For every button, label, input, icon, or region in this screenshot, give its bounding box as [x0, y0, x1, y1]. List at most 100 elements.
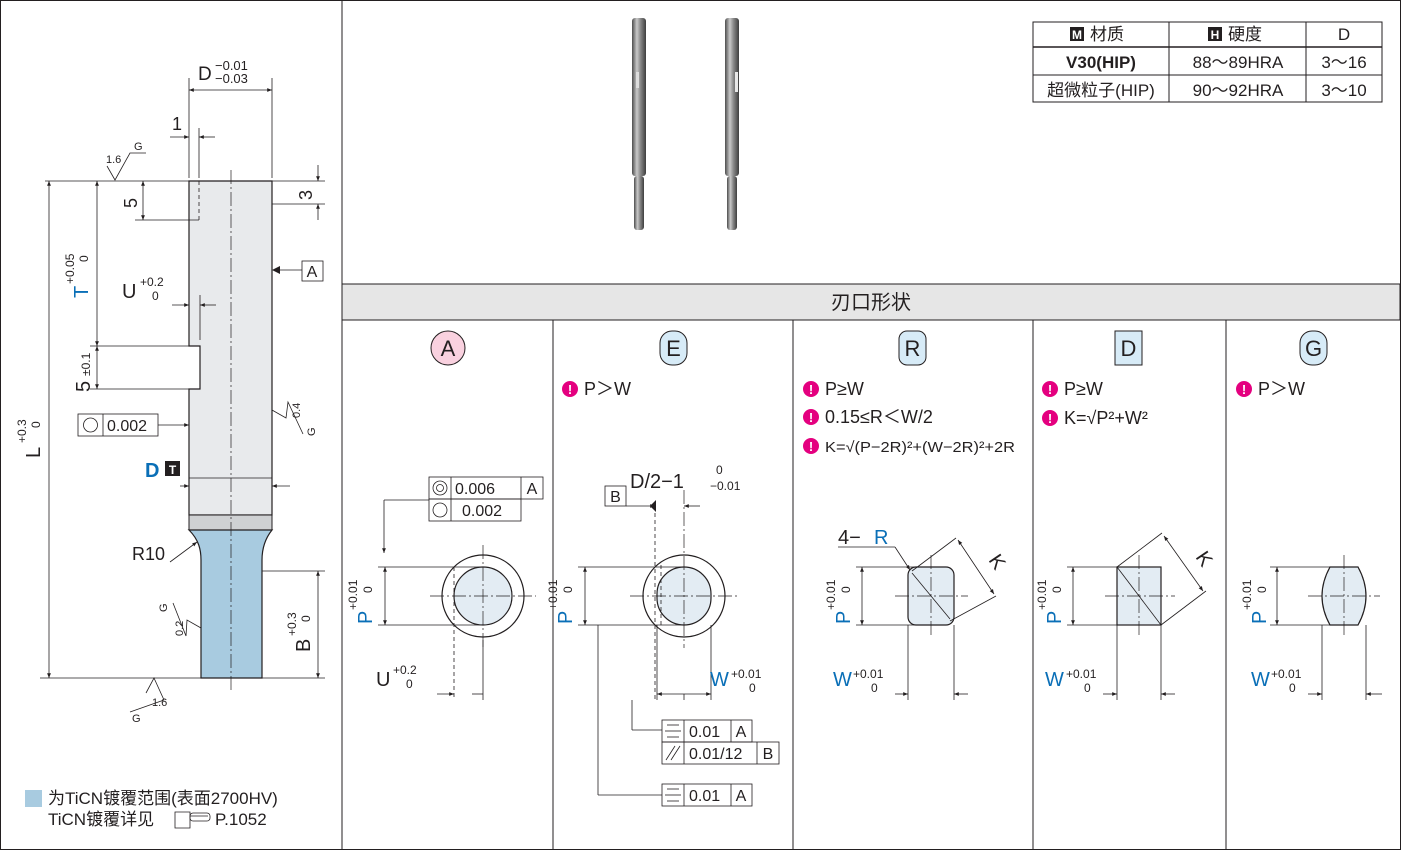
a-p-tol0: 0	[361, 586, 375, 593]
svg-text:!: !	[809, 410, 813, 425]
a-u: U	[376, 669, 390, 691]
dim-t: T	[71, 286, 93, 298]
symmetry-icon	[665, 724, 681, 738]
d-p-tol: +0.01	[1035, 579, 1049, 610]
d-w-tol0: 0	[1084, 681, 1091, 695]
warning-icon: !	[1042, 381, 1058, 397]
dim-5: 5	[121, 198, 141, 208]
note-d-2: K=√P²+W²	[1064, 408, 1148, 428]
r-w-tol: +0.01	[853, 667, 884, 681]
d-p-tol0: 0	[1050, 586, 1064, 593]
d-w-tol: +0.01	[1066, 667, 1097, 681]
left-dimensions: D −0.01 −0.03 1 1.6 G 3 5 T +0.05 0 U	[15, 58, 325, 725]
svg-text:!: !	[809, 439, 813, 454]
row1-material: V30(HIP)	[1066, 53, 1136, 72]
punch-side-view	[187, 170, 274, 690]
rough-bot: 1.6	[152, 697, 167, 709]
svg-text:!: !	[1242, 382, 1246, 397]
dim-d-tol-lower: −0.03	[215, 71, 248, 86]
row1-hardness: 88～89HRA	[1193, 53, 1284, 72]
r-p-tol: +0.01	[824, 579, 838, 610]
section-title: 刃口形状	[831, 291, 911, 314]
warning-icon: !	[803, 438, 819, 454]
e-sym1: 0.01	[689, 724, 720, 741]
warning-icon: !	[803, 381, 819, 397]
a-u-tol0: 0	[406, 677, 413, 691]
svg-text:!: !	[1048, 382, 1052, 397]
datum-b: B	[610, 489, 621, 506]
svg-text:G: G	[1305, 336, 1322, 361]
e-p-tol0: 0	[561, 586, 575, 593]
d-k: K	[1191, 547, 1217, 571]
material-icon: M	[1072, 28, 1082, 42]
dim-t-tol: +0.05	[63, 253, 77, 284]
shape-letter-d: D	[1114, 330, 1143, 366]
dim-b-tol0: 0	[299, 615, 313, 622]
e-p: P	[555, 611, 577, 624]
svg-text:D: D	[1121, 336, 1137, 361]
rough-bot-g: G	[132, 713, 141, 725]
shape-letter-r: R	[898, 330, 927, 366]
shape-g-drawing: P +0.01 0 W +0.01 0	[1240, 555, 1382, 700]
a-p: P	[355, 611, 377, 624]
hardness-icon: H	[1211, 28, 1220, 42]
g-p-tol: +0.01	[1240, 579, 1254, 610]
svg-text:!: !	[568, 382, 572, 397]
e-par: 0.01/12	[689, 746, 742, 763]
e-p-tol: +0.01	[546, 579, 560, 610]
dim-b-tol: +0.3	[285, 612, 299, 636]
r10: R10	[132, 544, 165, 564]
coating-legend: 为TiCN镀覆范围(表面2700HV) TiCN镀覆详见 P.1052	[25, 789, 278, 829]
d-icon: T	[169, 463, 177, 477]
dim-5pm-tol: ±0.1	[79, 352, 93, 376]
coax-tol: 0.006	[455, 481, 495, 498]
dim-5pm: 5	[73, 381, 95, 392]
note-e-1: P＞W	[584, 379, 631, 399]
d-p: P	[1044, 611, 1066, 624]
e-sym1-ref: A	[736, 724, 747, 741]
row2-d: 3～10	[1321, 81, 1366, 100]
rough-side-g: G	[306, 427, 318, 436]
note-g-1: P＞W	[1258, 379, 1305, 399]
legend-page-ref: P.1052	[215, 810, 267, 829]
shape-e-drawing: B D/2−1 0 −0.01 P +0.01 0 W +0.01 0 0.01…	[546, 463, 780, 807]
e-w-tol: +0.01	[731, 667, 762, 681]
r-p: P	[833, 611, 855, 624]
circ-tol: 0.002	[462, 503, 502, 520]
dim-l-tol: +0.3	[15, 419, 29, 443]
dim-u: U	[122, 281, 136, 303]
rough-side: 0.4	[291, 403, 303, 418]
r-r-prefix: 4−	[838, 527, 861, 549]
dim-1: 1	[172, 114, 182, 134]
shape-r-drawing: P +0.01 0 4− R K W +0.01 0	[824, 527, 1010, 700]
e-w: W	[710, 669, 729, 691]
pin-photo-2	[725, 18, 739, 230]
pin-photo-1	[632, 18, 646, 230]
g-w-tol0: 0	[1289, 681, 1296, 695]
shape-a-drawing: 0.006 A 0.002 P +0.01 0 U +0.2 0	[346, 476, 544, 700]
row1-d: 3～16	[1321, 53, 1366, 72]
d-w: W	[1045, 669, 1064, 691]
notes-d: ! P≥W ! K=√P²+W²	[1042, 379, 1148, 428]
datum-a: A	[307, 264, 318, 281]
note-r-2: 0.15≤R＜W/2	[825, 407, 933, 427]
dim-l-tol0: 0	[29, 421, 43, 428]
svg-text:R: R	[905, 336, 921, 361]
dim-b: B	[293, 639, 315, 652]
row2-hardness: 90～92HRA	[1193, 81, 1284, 100]
rough-tip-g: G	[158, 603, 170, 612]
r-r: R	[874, 527, 888, 549]
g-p-tol0: 0	[1255, 586, 1269, 593]
dim-3: 3	[296, 190, 316, 200]
note-r-1: P≥W	[825, 379, 864, 399]
warning-icon: !	[1236, 381, 1252, 397]
g-w: W	[1251, 669, 1270, 691]
svg-text:E: E	[666, 336, 681, 361]
warning-icon: !	[562, 381, 578, 397]
e-w-tol0: 0	[749, 681, 756, 695]
shape-letter-a: A	[430, 330, 466, 366]
e-d2-tol-l: −0.01	[710, 479, 741, 493]
note-r-3: K=√(P−2R)²+(W−2R)²+2R	[825, 439, 1015, 456]
